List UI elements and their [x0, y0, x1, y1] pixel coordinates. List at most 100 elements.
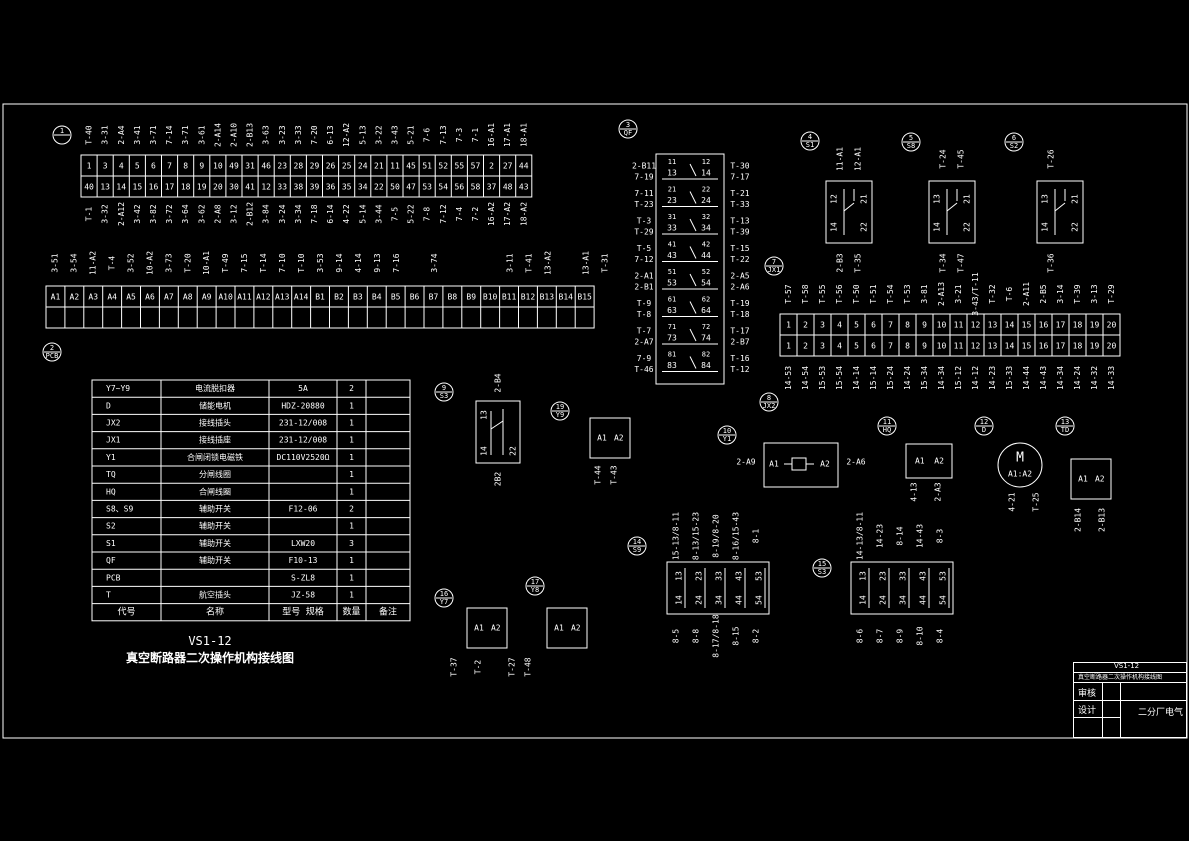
terminal-1-row1-cell: 46 [261, 162, 271, 171]
terminal-2-cell: A10 [218, 293, 233, 302]
coil-y1-terminal-a1: A1 [769, 460, 779, 469]
bom-header-cell: 数量 [342, 606, 360, 618]
terminal-1-bottom-label: 3-32 [101, 204, 110, 223]
terminal-1-row2-cell: 48 [503, 183, 513, 192]
qf-left-label: 2-A7 [634, 338, 653, 347]
terminal-jx1-row2-cell: 11 [954, 342, 964, 351]
qf-right-label: T-16 [730, 354, 749, 363]
terminal-1-top-label: 7-13 [439, 125, 448, 144]
coil-hq-tag-label: HQ [883, 426, 891, 434]
bom-spec-cell: 231-12/008 [279, 436, 327, 445]
switch-s3b-top-label: 8-14 [896, 526, 905, 545]
terminal-1-row1-cell: 52 [438, 162, 448, 171]
qf-contact-number: 43 [667, 251, 677, 260]
switch-s3b-contact-number: 44 [919, 595, 928, 605]
qf-contact-number: 11 [668, 158, 676, 166]
terminal-block-1-tag-circle [52, 125, 72, 145]
terminal-1-row1-cell: 21 [374, 162, 384, 171]
component-jx2-tag-circle [759, 392, 779, 412]
terminal-2-cell: B10 [483, 293, 498, 302]
drawing-title: 真空断路器二次操作机构接线图 [125, 651, 294, 665]
switch-s3b-contact-number: 33 [899, 571, 908, 581]
terminal-1-top-label: 2-A10 [229, 123, 238, 147]
terminal-1-bottom-label: 5-14 [358, 204, 367, 223]
switch-s8-contact-blade [946, 202, 958, 212]
qf-contact-number: 33 [667, 224, 677, 233]
switch-s9-contact-number: 23 [695, 571, 704, 581]
switch-s3b-tag-label: S3 [818, 568, 826, 576]
switch-s3b-contact-number: 43 [919, 571, 928, 581]
qf-right-label: 7-17 [730, 173, 749, 182]
terminal-1-row2-cell: 13 [100, 183, 110, 192]
switch-s3b-frame [850, 561, 954, 615]
terminal-2-top-label: 3-54 [69, 253, 78, 272]
terminal-jx1-top-label: T-51 [869, 284, 878, 303]
terminal-1-row2-cell: 30 [229, 183, 239, 192]
terminal-2-cell: B6 [410, 293, 420, 302]
terminal-jx1-bottom-label: 14-14 [852, 366, 861, 390]
bom-spec-cell: F12-06 [289, 505, 318, 514]
switch-s3b-top-label: 14-43 [916, 524, 925, 548]
qf-right-label: T-18 [730, 310, 749, 319]
qf-contact-number: 73 [667, 334, 677, 343]
terminal-2-cell: A4 [107, 293, 117, 302]
terminal-jx1-row1-cell: 15 [1022, 321, 1032, 330]
review-label: 审核 [1078, 689, 1097, 699]
company-name: 二分厂电气 [1138, 708, 1184, 718]
coil-y1-tag-label: Y1 [723, 435, 731, 443]
terminal-1-row1-cell: 8 [183, 162, 188, 171]
switch-s3b-bottom-label: 8-6 [856, 629, 865, 644]
terminal-jx1-top-label: T-55 [818, 284, 827, 303]
terminal-2-cell: A14 [294, 293, 309, 302]
bom-qty-cell: 3 [349, 539, 354, 548]
terminal-jx1-row2-cell: 12 [971, 342, 981, 351]
switch-s9-contact-number: 14 [675, 595, 684, 605]
terminal-jx1-top-label: T-32 [988, 284, 997, 303]
coil-y1-winding [791, 457, 807, 471]
terminal-2-top-label: T-14 [259, 253, 268, 272]
qf-contact-number: 44 [701, 251, 711, 260]
terminal-jx1-top-label: T-29 [1107, 284, 1116, 303]
terminal-1-row2-cell: 56 [455, 183, 465, 192]
terminal-jx1-row2-cell: 3 [820, 342, 825, 351]
switch-s1-frame [825, 180, 873, 244]
terminal-1-bottom-label: 3-62 [197, 204, 206, 223]
terminal-1-row1-cell: 24 [358, 162, 368, 171]
qf-contact-number: 74 [701, 334, 711, 343]
bom-code-cell: S8、S9 [106, 505, 133, 514]
terminal-jx1-bottom-label: 15-33 [1005, 366, 1014, 390]
terminal-1-row2-cell: 19 [197, 183, 207, 192]
coil-hq-tag-number: 11 [883, 418, 891, 426]
switch-s9-bottom-label: 8-5 [672, 629, 681, 644]
terminal-jx1-row2-cell: 8 [905, 342, 910, 351]
terminal-1-row1-cell: 25 [342, 162, 352, 171]
switch-s9-top-label: 8-19/8-20 [712, 514, 721, 558]
terminal-2-top-label: 3-52 [126, 253, 135, 272]
terminal-1-top-label: 12-A2 [342, 123, 351, 147]
coil-td-terminal-a1: A1 [1078, 475, 1088, 484]
motor-terminals: A1:A2 [1008, 470, 1032, 479]
qf-contact-number: 22 [702, 186, 710, 194]
coil-td-terminal-a2: A2 [1095, 475, 1105, 484]
switch-s9-contact-number: 43 [735, 571, 744, 581]
switch-s3b-contact-number: 13 [859, 571, 868, 581]
terminal-1-bottom-label: 4-22 [342, 204, 351, 223]
terminal-1-row1-cell: 1 [87, 162, 92, 171]
component-jx2-tag-label: JX2 [763, 402, 776, 410]
terminal-2-top-label: 10-A1 [202, 251, 211, 275]
motor-d-tag-number: 12 [980, 418, 988, 426]
bom-qty-cell: 2 [349, 505, 354, 514]
terminal-1-row1-cell: 23 [277, 162, 287, 171]
terminal-1-top-label: 7-20 [310, 125, 319, 144]
terminal-jx1-bottom-label: 14-54 [801, 366, 810, 390]
terminal-jx1-top-label: T-39 [1073, 284, 1082, 303]
terminal-1-row2-cell: 16 [149, 183, 159, 192]
switch-qf-tag-circle [618, 119, 638, 139]
qf-right-label: 2-B7 [730, 338, 749, 347]
motor-symbol: M [1016, 451, 1024, 466]
coil-y7-terminal-a1: A1 [474, 624, 484, 633]
bom-qty-cell: 1 [349, 487, 354, 496]
terminal-block-jx1-tag-number: 7 [772, 258, 776, 266]
terminal-jx1-row2-cell: 5 [854, 342, 859, 351]
terminal-2-cell: B12 [521, 293, 536, 302]
